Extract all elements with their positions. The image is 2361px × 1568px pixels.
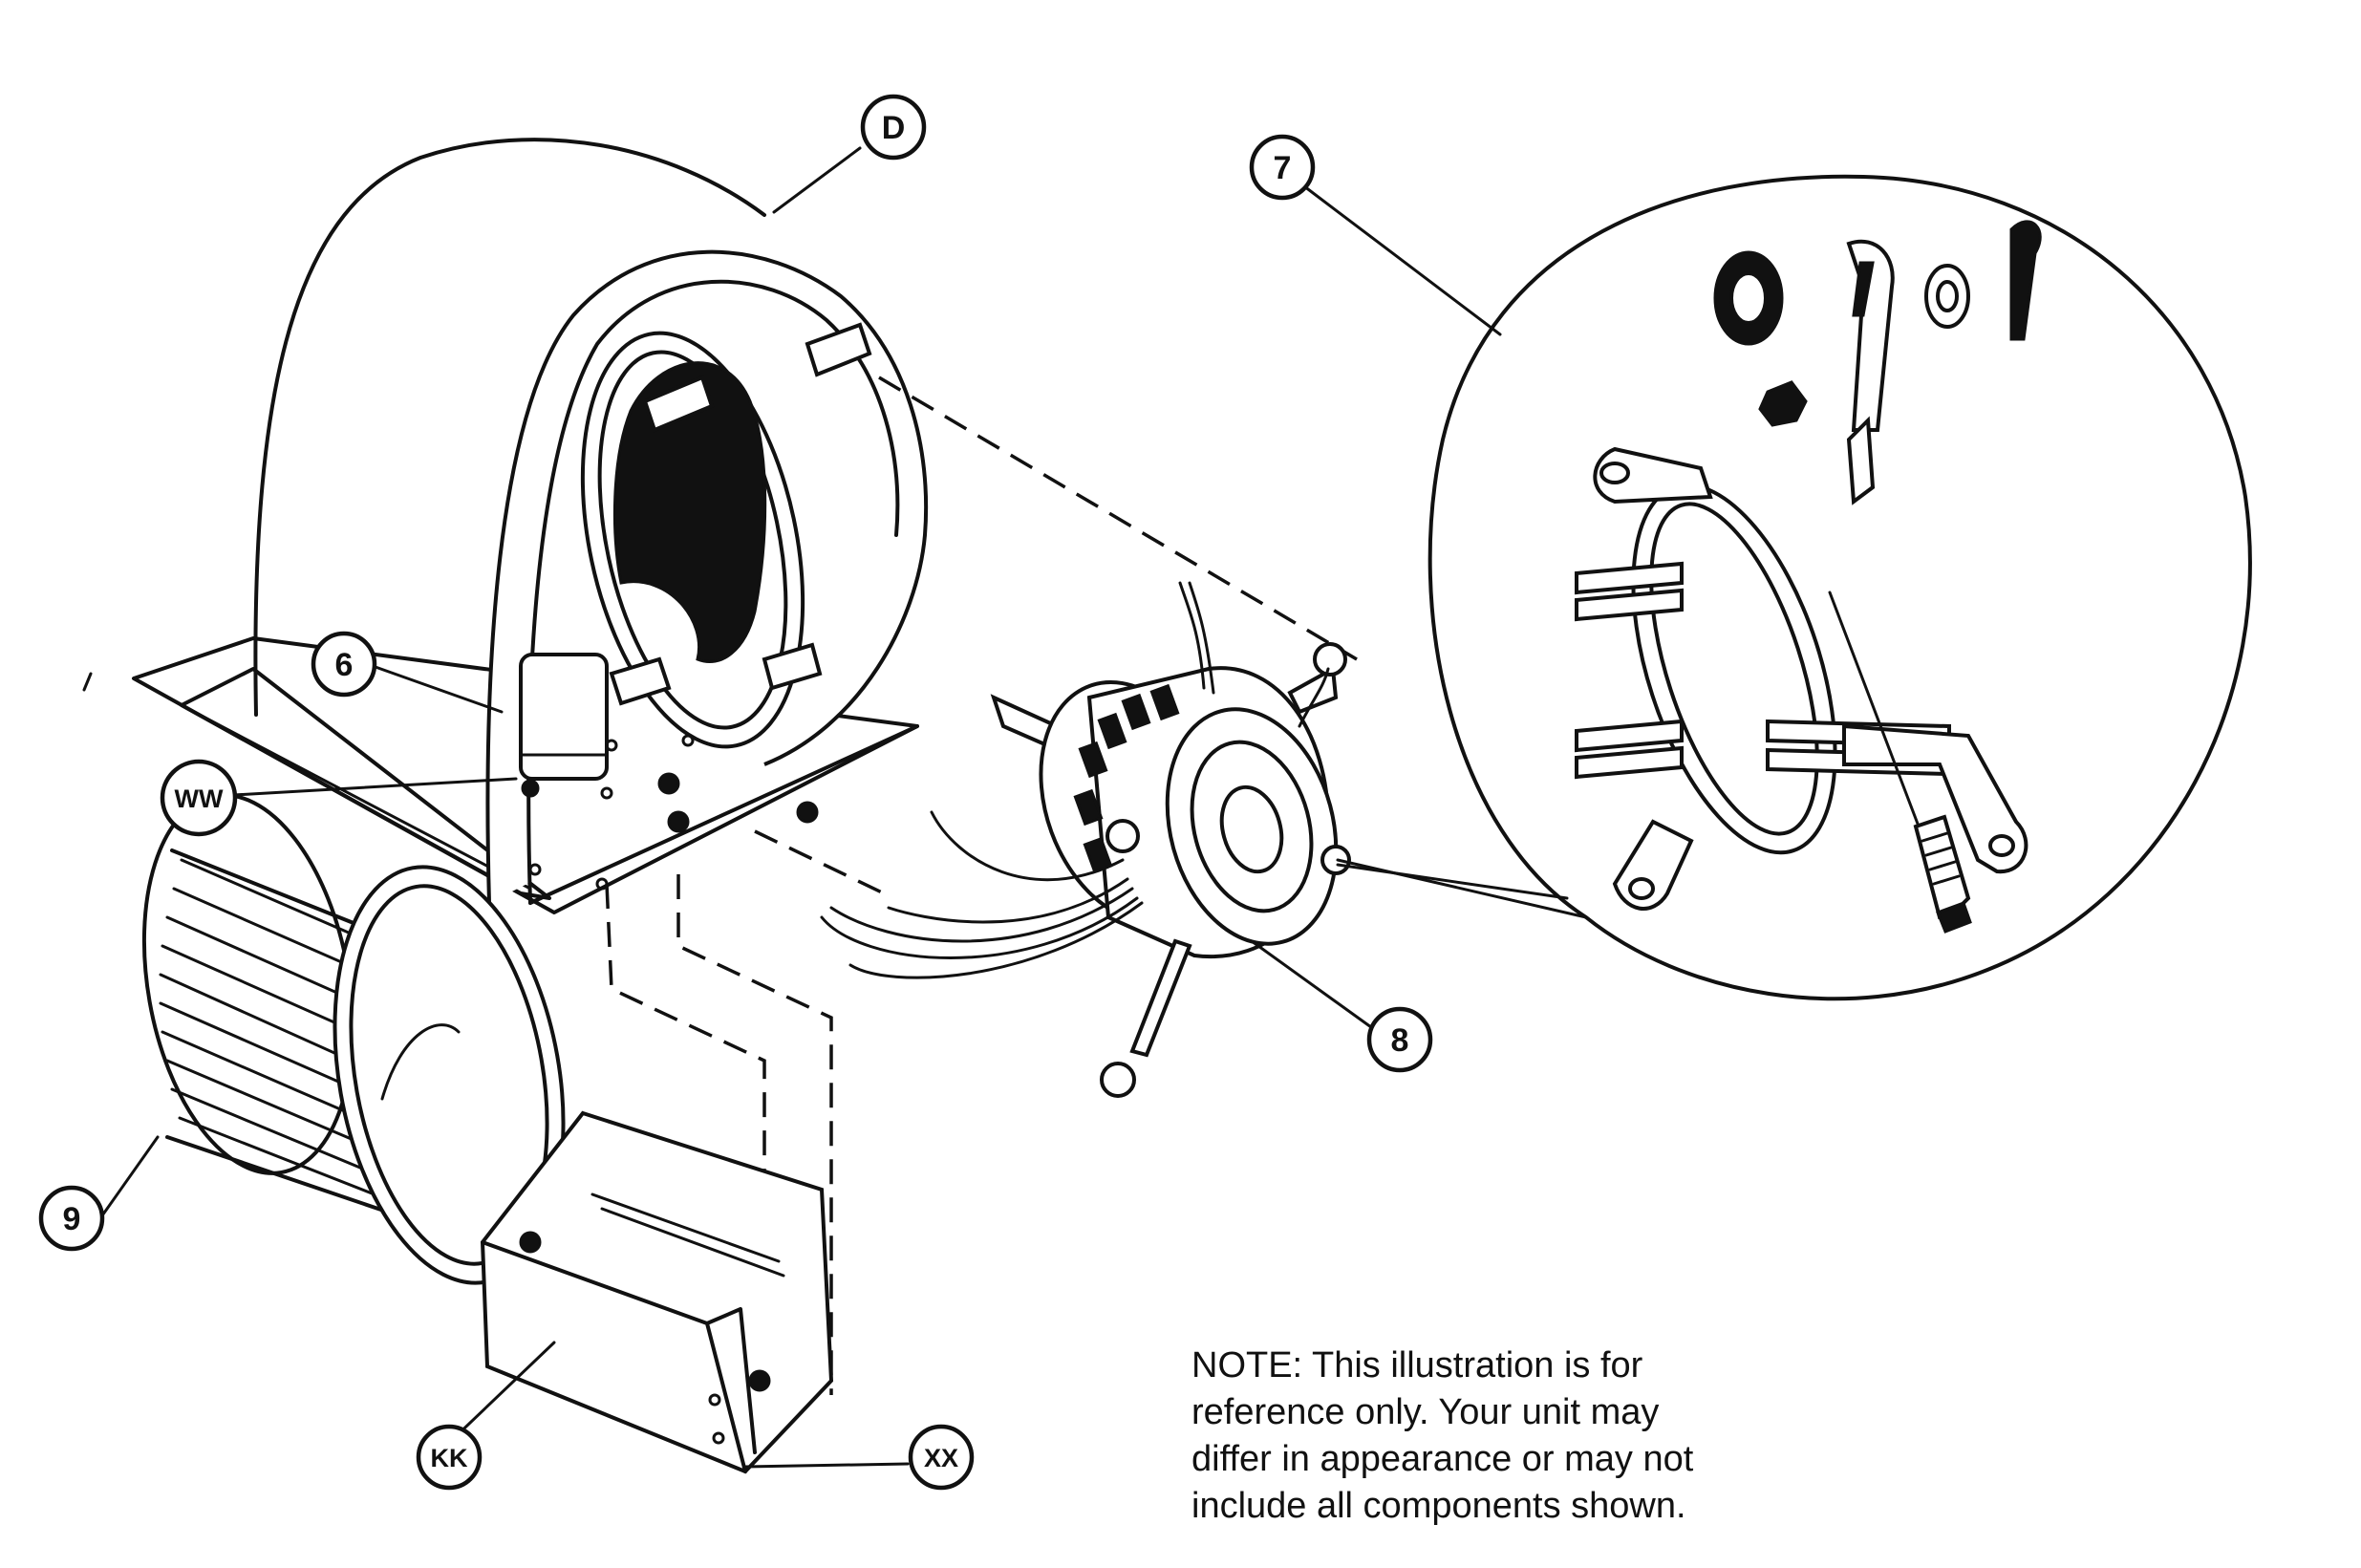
callout-8: 8: [1366, 1006, 1433, 1073]
callout-8-label: 8: [1391, 1022, 1409, 1059]
blower-motor: [820, 581, 1351, 1098]
callout-ww: WW: [160, 759, 238, 837]
callout-9: 9: [38, 1185, 105, 1252]
callout-kk: KK: [416, 1424, 483, 1491]
disclaimer-note: NOTE: This illustration is for reference…: [1191, 1345, 1694, 1526]
callout-xx: XX: [908, 1424, 975, 1491]
callout-xx-label: XX: [924, 1444, 958, 1472]
callout-7-label: 7: [1274, 150, 1292, 186]
callout-9-label: 9: [63, 1201, 81, 1237]
mounting-bracket: [480, 1110, 834, 1474]
callout-7: 7: [1249, 134, 1316, 201]
stray-mark: [82, 672, 93, 692]
callout-kk-label: KK: [431, 1444, 468, 1472]
callout-d: D: [860, 94, 927, 161]
motor-vents: [1073, 683, 1180, 874]
callout-6: 6: [311, 631, 377, 698]
blower-wheel: [141, 793, 566, 1285]
callout-d-label: D: [882, 110, 906, 146]
assembly-guide-lines: [605, 376, 1358, 1395]
blower-housing: [132, 138, 929, 914]
callout-ww-label: WW: [175, 784, 224, 813]
leader-lines: [98, 146, 1502, 1469]
callout-6-label: 6: [335, 647, 354, 683]
motor-mount-detail: [1336, 174, 2252, 1001]
